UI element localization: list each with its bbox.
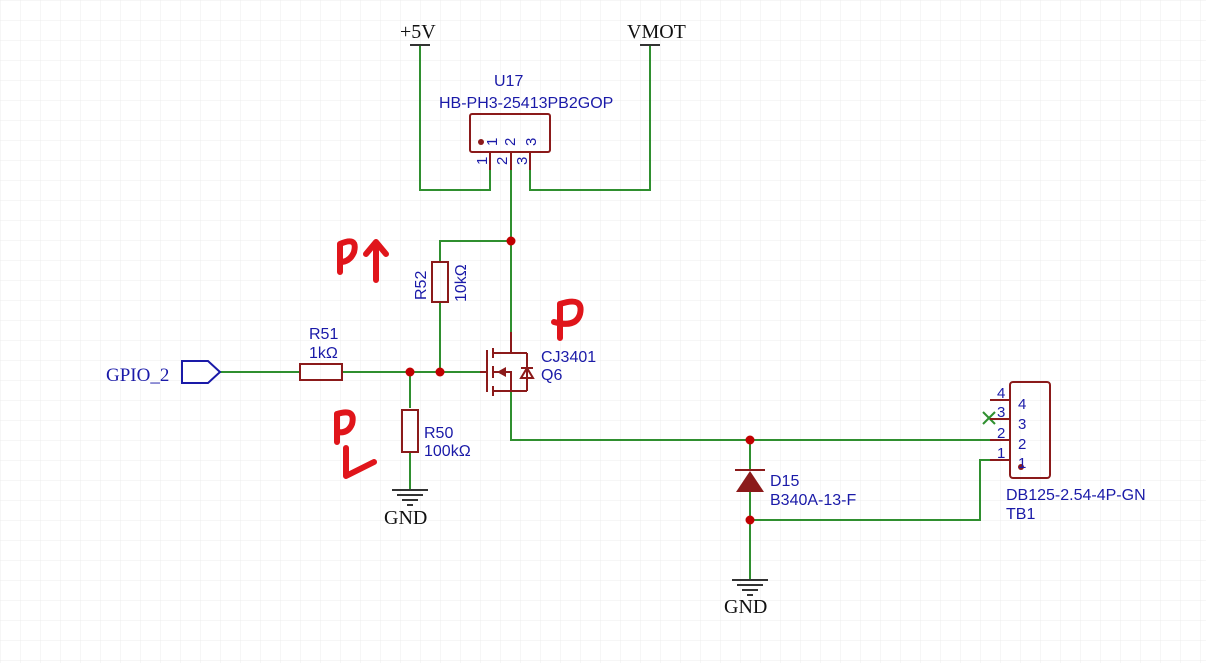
gpio2-port-flag-icon [181,360,222,384]
q6-pmos-transistor[interactable]: CJ3401 Q6 [480,332,596,396]
tb1-pin3-inner: 3 [1018,416,1026,433]
gnd-symbol-right[interactable]: GND [724,579,768,618]
plus5v-power-symbol[interactable]: +5V [400,21,436,46]
gpio2-net-port[interactable]: GPIO_2 [106,360,222,386]
tb1-body [1009,381,1051,479]
u17-pin1-marker [478,139,484,145]
vmot-label: VMOT [627,21,686,43]
gpio2-label: GPIO_2 [106,365,169,386]
junction-dot [745,515,755,525]
handwritten-up-arrow-icon [363,239,389,283]
handwritten-annotations [334,238,584,479]
r52-body [431,261,449,303]
u17-pin2-label-inner: 2 [502,138,519,146]
tb1-part-number: DB125-2.54-4P-GN [1006,487,1146,504]
gnd-label-left: GND [384,507,427,529]
d15-part-number: B340A-13-F [770,492,856,509]
r50-body [401,409,419,453]
q6-arrow-icon [497,367,506,377]
vmot-power-symbol[interactable]: VMOT [627,21,686,46]
r51-value: 1kΩ [309,345,338,362]
u17-pin1-label-inner: 1 [484,138,501,146]
r50-designator: R50 [424,425,453,442]
q6-body-diode-icon [519,366,535,379]
q6-designator: Q6 [541,367,562,384]
r51-designator: R51 [309,326,338,343]
tb1-designator: TB1 [1006,506,1035,523]
junctions [405,236,755,525]
junction-dot [435,367,445,377]
plus5v-label: +5V [400,21,436,43]
junction-dot [745,435,755,445]
r52-designator: R52 [413,271,430,300]
wire-q6-out[interactable] [510,392,1010,441]
tb1-pin4-inner: 4 [1018,396,1026,413]
tb1-terminal-block[interactable]: 4 3 2 1 4 3 2 1 DB125-2.54-4P-GN TB1 [990,381,1146,523]
handwritten-p-mosfet-letter [551,298,584,341]
noconnect-x2 [982,411,996,425]
u17-connector[interactable]: U17 HB-PH3-25413PB2GOP 1 2 3 1 2 3 [439,73,613,170]
wire-vmot[interactable] [529,45,651,191]
r50-resistor[interactable]: R50 100kΩ [401,409,471,460]
tb1-pin2-inner: 2 [1018,436,1026,453]
r51-body [299,363,343,381]
handwritten-p-up-letter [337,238,358,275]
tb1-pin2-outer: 2 [997,425,1005,442]
wire-r52-top[interactable] [439,240,511,262]
handwritten-p-down-letter [334,409,356,445]
d15-designator: D15 [770,473,799,490]
d15-diode[interactable]: D15 B340A-13-F [735,469,856,509]
wires [220,45,1010,580]
tb1-pin1-marker [1018,464,1024,470]
q6-part-number: CJ3401 [541,349,596,366]
gnd-symbol-left[interactable]: GND [384,489,428,529]
tb1-pin3-outer: 3 [997,404,1005,421]
tb1-pin1-outer: 1 [997,445,1005,462]
u17-pin3-label-outer: 3 [514,157,531,165]
u17-designator: U17 [494,73,523,90]
junction-dot [506,236,516,246]
tb1-pin1-inner: 1 [1018,455,1026,472]
handwritten-down-arrow-icon [343,445,377,479]
r52-resistor[interactable]: R52 10kΩ [413,261,470,303]
u17-pin2-label-outer: 2 [494,157,511,165]
u17-part-number: HB-PH3-25413PB2GOP [439,95,613,112]
r51-resistor[interactable]: R51 1kΩ [299,326,343,381]
junction-dot [405,367,415,377]
gnd-label-right: GND [724,596,767,618]
r50-value: 100kΩ [424,443,471,460]
wire-plus5v[interactable] [419,45,491,191]
u17-pin3-label-inner: 3 [523,138,540,146]
d15-diode-icon [736,471,764,492]
tb1-pin4-outer: 4 [997,385,1005,402]
u17-pin1-label-outer: 1 [474,157,491,165]
r52-value: 10kΩ [453,264,470,302]
